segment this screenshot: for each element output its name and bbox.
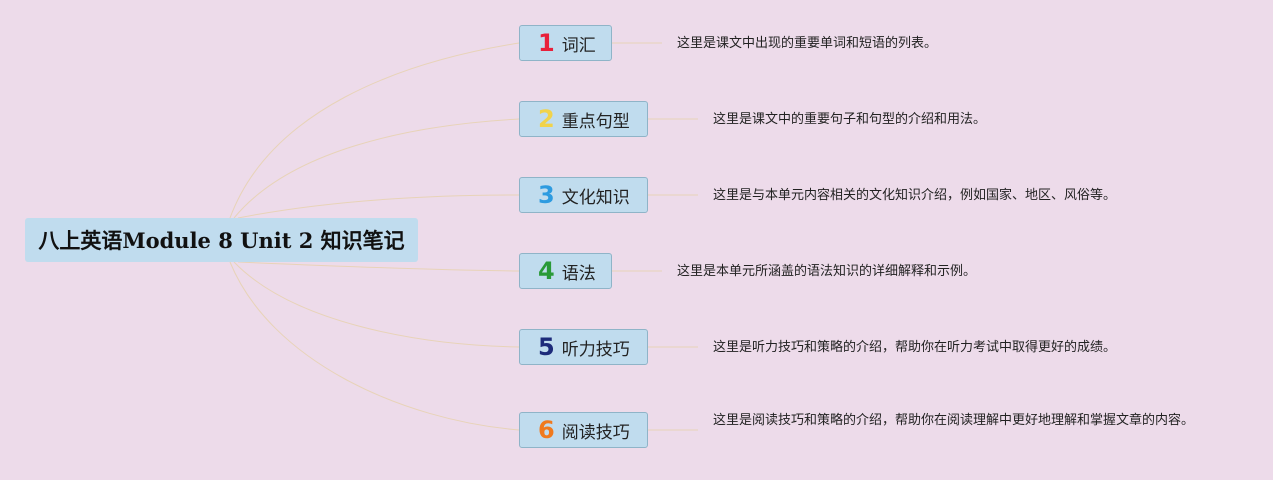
branch-node-reading[interactable]: 6 阅读技巧	[519, 412, 648, 448]
branch-description-reading[interactable]: 这里是阅读技巧和策略的介绍，帮助你在阅读理解中更好地理解和掌握文章的内容。	[713, 413, 1195, 428]
branch-number-3: 3	[538, 181, 555, 209]
branch-number-5: 5	[538, 333, 555, 361]
branch-label: 语法	[561, 263, 596, 284]
connector-root-branch-5	[233, 261, 520, 348]
branch-label: 词汇	[561, 35, 596, 56]
branch-node-culture[interactable]: 3 文化知识	[519, 177, 648, 213]
branch-number-6: 6	[538, 416, 555, 444]
connector-root-branch-2	[233, 118, 520, 219]
branch-number-1: 1	[538, 29, 555, 57]
branch-description-vocabulary[interactable]: 这里是课文中出现的重要单词和短语的列表。	[677, 36, 938, 51]
connector-root-branch-1	[229, 42, 520, 219]
branch-description-culture[interactable]: 这里是与本单元内容相关的文化知识介绍，例如国家、地区、风俗等。	[713, 188, 1117, 203]
root-title: 八上英语Module 8 Unit 2 知识笔记	[38, 228, 405, 253]
branch-label: 重点句型	[561, 111, 630, 132]
branch-node-key-sentences[interactable]: 2 重点句型	[519, 101, 648, 137]
branch-node-grammar[interactable]: 4 语法	[519, 253, 612, 289]
branch-label: 阅读技巧	[561, 422, 630, 443]
connector-root-branch-3	[237, 194, 520, 219]
branch-description-listening[interactable]: 这里是听力技巧和策略的介绍，帮助你在听力考试中取得更好的成绩。	[713, 340, 1117, 355]
branch-number-4: 4	[538, 257, 555, 285]
branch-node-listening[interactable]: 5 听力技巧	[519, 329, 648, 365]
branch-description-grammar[interactable]: 这里是本单元所涵盖的语法知识的详细解释和示例。	[677, 264, 977, 279]
branch-node-vocabulary[interactable]: 1 词汇	[519, 25, 612, 61]
branch-description-key-sentences[interactable]: 这里是课文中的重要句子和句型的介绍和用法。	[713, 112, 987, 127]
branch-label: 听力技巧	[561, 339, 630, 360]
root-node[interactable]: 八上英语Module 8 Unit 2 知识笔记	[25, 218, 418, 262]
connector-root-branch-6	[229, 261, 520, 431]
branch-label: 文化知识	[561, 187, 630, 208]
connector-root-branch-4	[237, 261, 520, 272]
branch-number-2: 2	[538, 105, 555, 133]
